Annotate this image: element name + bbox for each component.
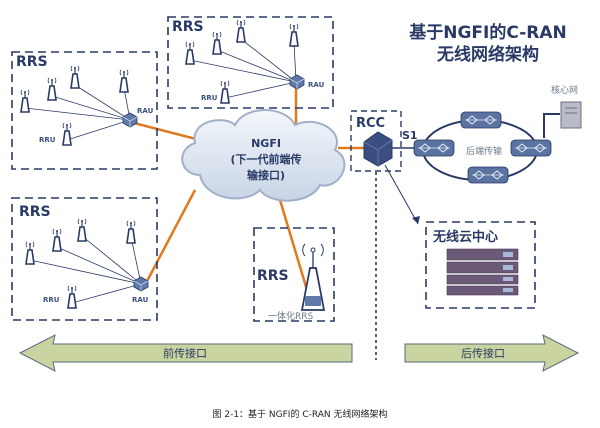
rrs-label: RRS (257, 268, 289, 284)
rcc: RCC S1 (350, 110, 420, 225)
diagram-title-line2: 无线网络架构 (436, 44, 539, 65)
rcc-to-cloud-center-arrow (384, 164, 419, 225)
rru-tower-icon (77, 218, 87, 242)
cloud-line1: NGFI (251, 137, 281, 150)
rau-label: RAU (137, 107, 154, 115)
link-rrs1-ngfi (129, 120, 201, 142)
rcc-label: RCC (356, 116, 385, 131)
fronthaul-label: 前传接口 (163, 346, 207, 360)
rru-tower-icon (119, 69, 129, 93)
rru-tower-icon (47, 77, 57, 101)
cloud-line3: 输接口) (247, 168, 285, 182)
cloud-center: 无线云中心 (425, 221, 536, 309)
s1-label: S1 (402, 129, 418, 142)
rau-icon (122, 112, 138, 128)
cloud-line2: (下一代前端传 (230, 152, 301, 166)
backhaul-ring: 后端传输 (413, 111, 552, 184)
link-rrs3-ngfi (143, 189, 197, 286)
router-icon (510, 139, 552, 157)
router-icon (467, 166, 509, 184)
rru-label: RRU (201, 94, 218, 102)
integrated-rrs: RRS 一体化RRS (253, 227, 335, 322)
rru-tower-icon (236, 19, 246, 43)
rru-tower-icon (185, 41, 195, 65)
rru-tower-icon (67, 285, 77, 309)
backhaul-arrow: 后传接口 (404, 334, 580, 372)
rru-tower-icon (126, 220, 136, 244)
rau-label: RAU (308, 81, 325, 89)
core-network: 核心网 (543, 84, 582, 138)
router-icon (413, 139, 455, 157)
rau-icon (133, 276, 149, 292)
rrs-label: RRS (19, 204, 51, 220)
rru-label: RRU (43, 296, 60, 304)
rru-tower-icon (289, 23, 299, 47)
rru-tower-icon (25, 241, 35, 265)
rrs-group-3: RRS RAU RRU (11, 197, 158, 321)
diagram-title-line1: 基于NGFI的C-RAN (408, 22, 567, 43)
backhaul-label: 后端传输 (466, 145, 502, 157)
link-integrated-rrs-ngfi (278, 199, 312, 301)
fronthaul-links (129, 84, 368, 301)
rrs-label: RRS (16, 54, 48, 70)
core-label: 核心网 (551, 84, 578, 96)
router-icon (460, 111, 502, 129)
rru-tower-icon (62, 122, 72, 146)
cloud-center-label: 无线云中心 (432, 229, 498, 245)
figure-caption: 图 2-1：基于 NGFI的 C-RAN 无线网络架构 (213, 408, 388, 420)
rru-tower-icon (220, 80, 230, 104)
integrated-rrs-tower-icon (300, 243, 326, 311)
rru-label: RRU (39, 136, 56, 144)
rcc-server-icon (363, 131, 393, 167)
rrs-label: RRS (172, 19, 204, 35)
rrs-group-2: RRS RAU RRU (167, 16, 334, 109)
fronthaul-arrow: 前传接口 (18, 334, 353, 372)
server-rack-icon (446, 248, 519, 296)
integrated-rrs-caption: 一体化RRS (268, 310, 314, 322)
rru-tower-icon (70, 65, 80, 89)
rau-label: RAU (132, 296, 149, 304)
backhaul-label-arrow: 后传接口 (461, 347, 505, 360)
rru-tower-icon (20, 89, 30, 113)
ngfi-cloud: NGFI (下一代前端传 输接口) (181, 109, 346, 202)
rau-icon (289, 74, 305, 90)
rrs-group-1: RRS RAU RRU (11, 51, 158, 170)
core-server-icon (560, 101, 582, 129)
rru-tower-icon (52, 228, 62, 252)
rru-tower-icon (212, 31, 222, 55)
